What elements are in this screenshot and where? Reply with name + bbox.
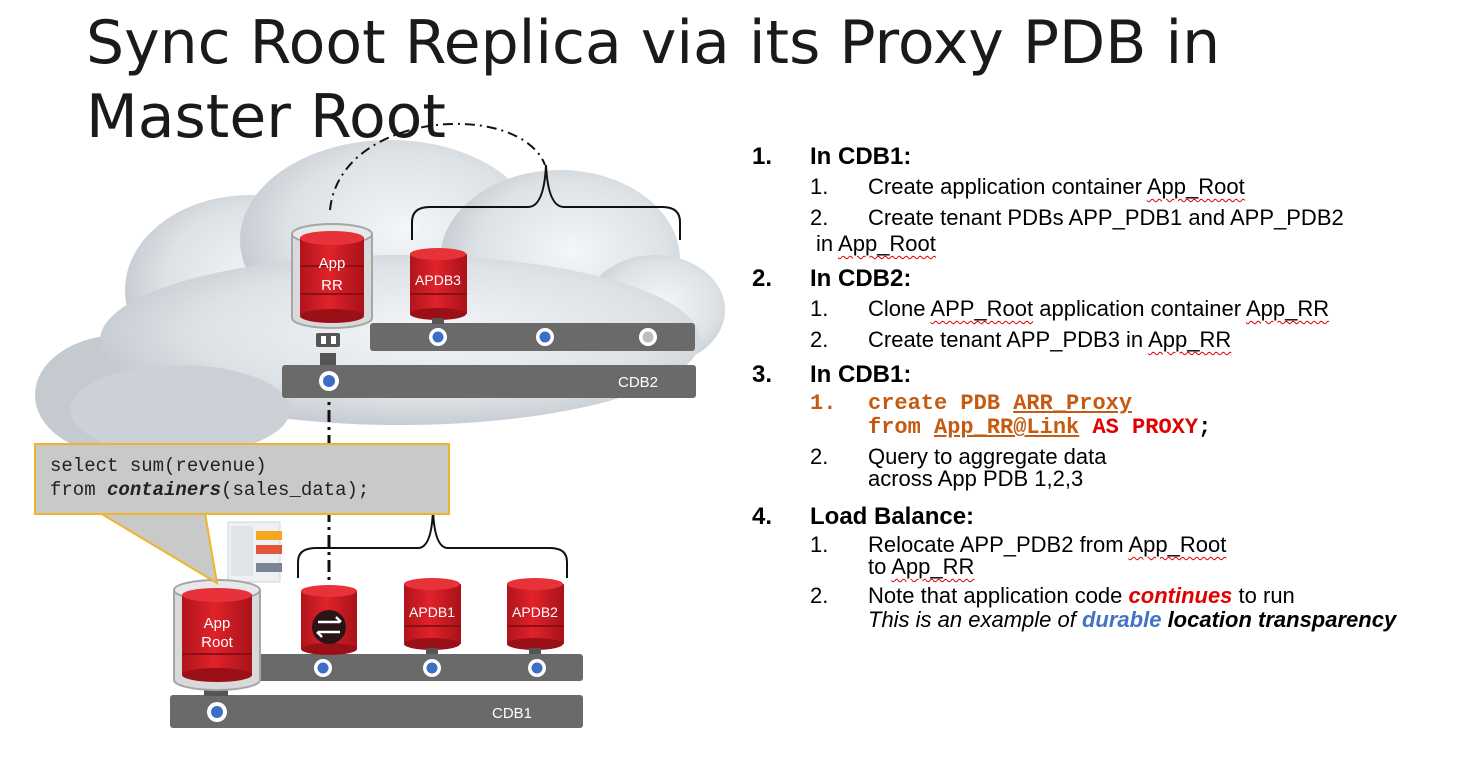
sql-callout: select sum(revenue) from containers(sale… (34, 443, 450, 515)
step-2-2-number: 2. (810, 327, 829, 352)
step-4-2-post: to run (1232, 583, 1295, 608)
apdb3-label: APDB3 (415, 272, 461, 288)
step-4-title: Load Balance: (810, 503, 975, 530)
step-4-1-app-root: App_Root (1128, 532, 1227, 557)
step-4-2-number: 2. (810, 583, 829, 608)
step-4-1-text: Relocate APP_PDB2 from (868, 532, 1129, 557)
app-root-label-1: App (204, 615, 231, 632)
sql-rest: (sales_data); (221, 479, 370, 501)
step-4-number: 4. (752, 503, 773, 530)
step-1-2-number: 2. (810, 205, 829, 230)
step-4-2-text: Note that application code (868, 583, 1129, 608)
code-from: from (868, 415, 935, 440)
step-2-2-text: Create tenant APP_PDB3 in (868, 327, 1149, 352)
apdb2-label: APDB2 (512, 604, 558, 620)
step-1-2-text: Create tenant PDBs APP_PDB1 and APP_PDB2 (868, 205, 1344, 230)
app-rr-label-2: RR (321, 277, 343, 294)
step-2: 2. In CDB2: 1. Clone APP_Root application … (752, 262, 1457, 353)
cdb2-brace (411, 164, 681, 240)
cloud-shape (35, 140, 725, 455)
cdb2-plugs (319, 328, 657, 391)
step-3-number: 3. (752, 361, 773, 388)
step-2-title: In CDB2: (810, 265, 912, 292)
cdb1-label: CDB1 (492, 705, 532, 722)
step-4-2-durable: durable (1081, 607, 1162, 632)
step-2-1-mid: application container (1033, 296, 1246, 321)
cdb2-pdb-bar (370, 323, 695, 351)
step-3-title: In CDB1: (810, 361, 912, 388)
step-1-2-cont: in (816, 231, 839, 256)
app-rr-label-1: App (319, 255, 346, 272)
step-4-1-app-rr: App_RR (891, 554, 975, 579)
code-app-rr-link: App_RR@Link (934, 415, 1080, 440)
apdb1-label: APDB1 (409, 604, 455, 620)
code-create-pdb: create PDB (868, 391, 1014, 416)
step-2-2-app-rr: App_RR (1148, 327, 1232, 352)
architecture-diagram: CDB2 App RR APDB3 CDB1 (35, 122, 725, 728)
code-space (1079, 415, 1092, 440)
step-2-1-number: 1. (810, 296, 829, 321)
sync-arrows-icon (316, 616, 342, 638)
sql-from: from (50, 479, 108, 501)
cdb1-bar (170, 695, 583, 728)
cdb2-label: CDB2 (618, 374, 658, 391)
step-3-2-line1: Query to aggregate data (868, 444, 1107, 469)
step-4-2-transparency: location transparency (1161, 607, 1397, 632)
app-rr-database: App RR (291, 223, 373, 329)
apdb3-database: APDB3 (410, 248, 467, 324)
code-arr-proxy: ARR_Proxy (1013, 391, 1133, 416)
step-1: 1. In CDB1: 1. Create application containe… (752, 140, 1457, 257)
apdb1-database: APDB1 (404, 578, 461, 654)
proxy-pdb-database (301, 585, 357, 655)
step-4-1-to: to (868, 554, 892, 579)
code-as-proxy: AS PROXY (1092, 415, 1199, 440)
step-1-number: 1. (752, 143, 773, 170)
step-3-2-line2: across App PDB 1,2,3 (868, 466, 1084, 491)
step-3-2-number: 2. (810, 444, 829, 469)
app-root-label-2: Root (201, 634, 234, 651)
step-1-title: In CDB1: (810, 143, 912, 170)
step-4-1-number: 1. (810, 532, 829, 557)
cdb1-pdb-bar (258, 654, 583, 681)
step-1-1-text: Create application container (868, 174, 1147, 199)
sync-arc (329, 122, 546, 211)
step-4-2-example: This is an example of (868, 607, 1082, 632)
callout-tail (96, 512, 219, 585)
step-1-2-app-root: App_Root (838, 231, 936, 256)
cdb2-bar (282, 365, 696, 398)
step-2-1-app-rr: App_RR (1245, 296, 1330, 321)
cdb1-plugs (207, 659, 546, 722)
app-root-database: App Root (173, 579, 261, 691)
code-semicolon: ; (1198, 415, 1212, 440)
step-2-number: 2. (752, 265, 773, 292)
sql-containers: containers (107, 479, 222, 501)
step-2-1-app-root: APP_Root (930, 296, 1034, 321)
step-4-2-continues: continues (1128, 583, 1233, 608)
step-3-1-number: 1. (810, 391, 837, 416)
step-1-1-app-root: App_Root (1146, 174, 1245, 199)
sql-line-1: select sum(revenue) (50, 455, 267, 477)
page-title: Sync Root Replica via its Proxy PDB in M… (86, 8, 1221, 152)
cdb1-brace (297, 507, 568, 578)
step-1-1-number: 1. (810, 174, 829, 199)
apdb2-database: APDB2 (507, 578, 564, 654)
step-2-1-text: Clone (868, 296, 931, 321)
steps-list: 1. In CDB1: 1. Create application containe… (752, 140, 1457, 637)
document-stack-icon (227, 521, 282, 583)
step-4: 4. Load Balance: 1. Relocate APP_PDB2 from… (752, 500, 1457, 632)
